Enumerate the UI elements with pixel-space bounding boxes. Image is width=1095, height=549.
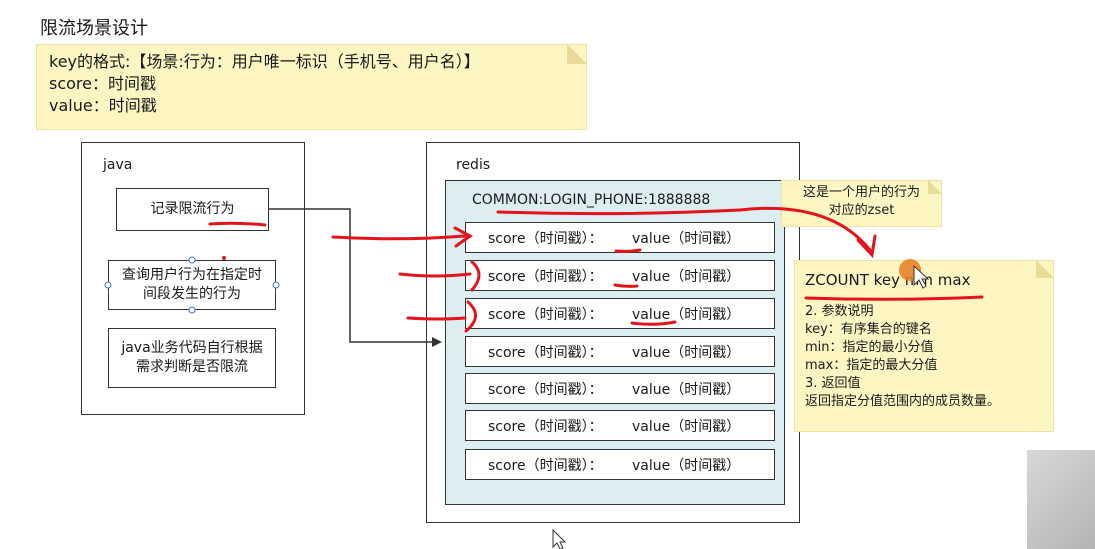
zset-member-row: score（时间戳）： value（时间戳） [465,336,775,367]
arrow-mark [398,260,481,292]
record-limit-action-box: 记录限流行为 [116,188,269,231]
zcount-command: ZCOUNT key min max [805,271,971,289]
connector-line [269,208,436,343]
note-fold [928,180,942,194]
underline-mark [208,221,267,227]
arrow-mark [331,226,473,248]
value-text: value（时间戳） [632,268,741,285]
arrow-mark [406,300,477,333]
underline-mark [613,283,639,288]
note-fold [1036,260,1054,278]
zcount-line: 2. 参数说明 [805,304,874,319]
score-text: score（时间戳）： [488,230,603,247]
zset-member-row: score（时间戳）： value（时间戳） [465,298,775,329]
zcount-line: 3. 返回值 [805,376,861,391]
underline-mark [496,208,742,216]
webcam-thumbnail [1027,450,1095,549]
handle-dot [222,256,226,260]
score-text: score（时间戳）： [488,306,603,323]
java-label: java [103,157,133,173]
key-format-note: key的格式:【场景:行为：用户唯一标识（手机号、用户名）】 score：时间戳… [36,44,587,130]
score-format-line: score：时间戳 [49,74,156,93]
zset-member-row: score（时间戳）： value（时间戳） [465,373,775,404]
zset-key-label: COMMON:LOGIN_PHONE:1888888 [472,192,711,208]
zcount-line: min：指定的最小分值 [805,340,934,355]
score-text: score（时间戳）： [488,268,603,285]
pointer-cursor-icon [913,264,930,289]
zcount-line: key：有序集合的键名 [805,322,932,337]
redis-label: redis [456,157,491,173]
zset-description-note: 这是一个用户的行为 对应的zset [781,180,942,227]
value-text: value（时间戳） [632,457,741,474]
zset-member-row: score（时间戳）： value（时间戳） [465,410,775,441]
zset-note-line-1: 这是一个用户的行为 [802,185,920,200]
underline-mark [804,295,984,301]
mouse-cursor-icon [552,528,567,549]
value-text: value（时间戳） [632,418,741,435]
key-format-line: key的格式:【场景:行为：用户唯一标识（手机号、用户名）】 [49,52,480,71]
selection-handles [104,256,280,314]
zcount-line: max：指定的最大分值 [805,358,938,373]
underline-mark [614,248,642,253]
java-business-logic-box: java业务代码自行根据需求判断是否限流 [108,328,276,388]
value-text: value（时间戳） [632,344,741,361]
zcount-note: ZCOUNT key min max 2. 参数说明 key：有序集合的键名 m… [794,260,1054,432]
score-text: score（时间戳）： [488,418,603,435]
score-text: score（时间戳）： [488,344,603,361]
zset-member-row: score（时间戳）： value（时间戳） [465,449,775,480]
underline-mark [630,320,677,326]
pointer-arrow-mark [738,206,877,259]
score-text: score（时间戳）： [488,381,603,398]
note-fold [567,44,587,64]
zset-note-line-2: 对应的zset [828,203,895,218]
zset-member-row: score（时间戳）： value（时间戳） [465,222,775,253]
page-title: 限流场景设计 [40,18,148,39]
connector-arrowhead [432,337,442,347]
score-text: score（时间戳）： [488,457,603,474]
value-text: value（时间戳） [632,230,741,247]
zcount-line: 返回指定分值范围内的成员数量。 [805,394,1001,409]
value-text: value（时间戳） [632,306,741,323]
red-pen-marks [208,206,984,333]
value-format-line: value：时间戳 [49,96,157,115]
value-text: value（时间戳） [632,381,741,398]
